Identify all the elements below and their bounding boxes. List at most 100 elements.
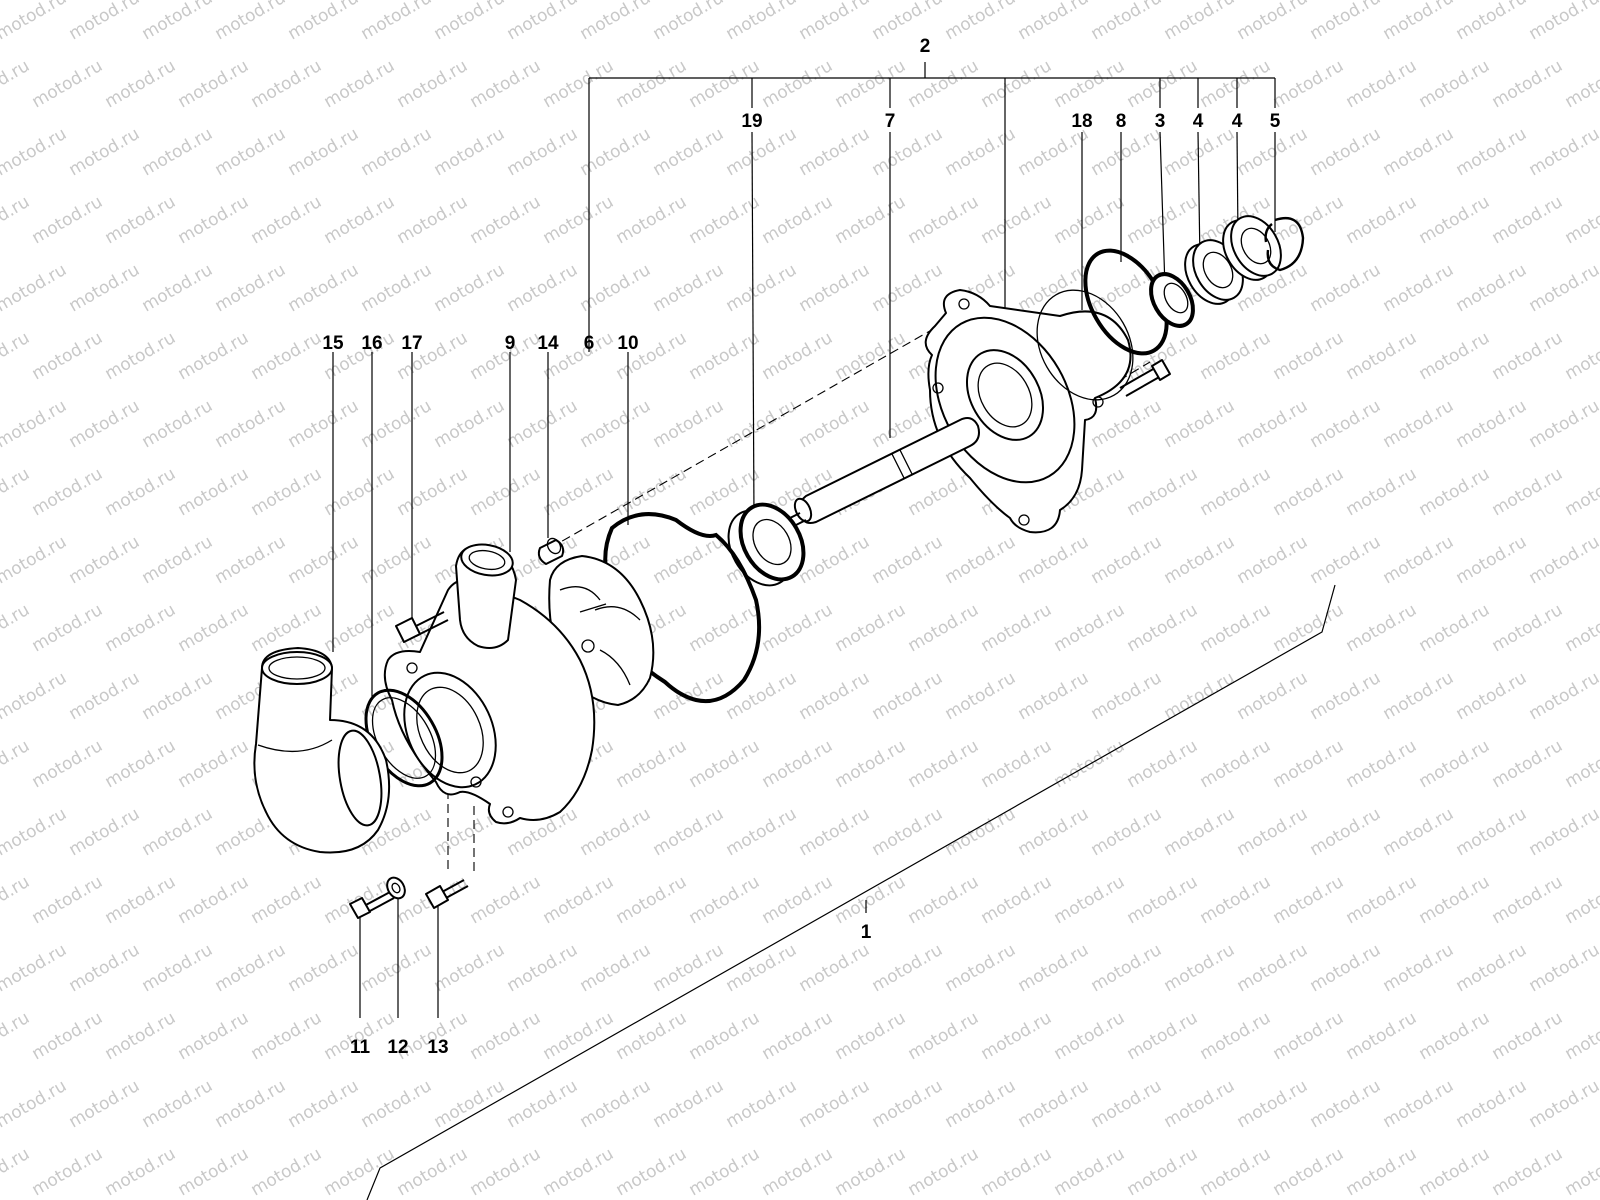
watermark-text: motod.ru <box>1124 56 1202 112</box>
watermark-text: motod.ru <box>66 260 144 316</box>
watermark-text: motod.ru <box>1307 668 1385 724</box>
watermark-text: motod.ru <box>102 56 180 112</box>
watermark-text: motod.ru <box>1343 600 1421 656</box>
watermark-text: motod.ru <box>467 872 545 928</box>
watermark-text: motod.ru <box>212 124 290 180</box>
callout-15: 15 <box>322 333 344 354</box>
watermark-text: motod.ru <box>1088 396 1166 452</box>
watermark-text: motod.ru <box>0 328 33 384</box>
watermark-text: motod.ru <box>1234 804 1312 860</box>
watermark-text: motod.ru <box>1015 0 1093 44</box>
watermark-text: motod.ru <box>248 1144 326 1200</box>
watermark-text: motod.ru <box>796 532 874 588</box>
watermark-text: motod.ru <box>1380 532 1458 588</box>
watermark-text: motod.ru <box>905 56 983 112</box>
callout-12: 12 <box>387 1037 408 1058</box>
watermark-text: motod.ru <box>431 1076 509 1132</box>
watermark-text: motod.ru <box>1051 872 1129 928</box>
watermark-text: motod.ru <box>650 804 728 860</box>
watermark-text: motod.ru <box>1526 396 1600 452</box>
callout-17: 17 <box>401 333 422 354</box>
watermark-text: motod.ru <box>1307 804 1385 860</box>
watermark-text: motod.ru <box>1161 940 1239 996</box>
watermark-text: motod.ru <box>431 260 509 316</box>
watermark-text: motod.ru <box>1197 464 1275 520</box>
watermark-text: motod.ru <box>0 124 70 180</box>
watermark-text: motod.ru <box>942 532 1020 588</box>
watermark-text: motod.ru <box>759 56 837 112</box>
watermark-text: motod.ru <box>394 56 472 112</box>
watermark-text: motod.ru <box>1526 804 1600 860</box>
watermark-text: motod.ru <box>942 0 1020 44</box>
watermark-text: motod.ru <box>0 668 70 724</box>
watermark-text: motod.ru <box>1270 736 1348 792</box>
watermark-text: motod.ru <box>102 872 180 928</box>
watermark-text: motod.ru <box>613 464 691 520</box>
watermark-text: motod.ru <box>29 1144 107 1200</box>
bolt-13 <box>425 879 469 909</box>
watermark-text: motod.ru <box>248 1008 326 1064</box>
watermark-text: motod.ru <box>1015 260 1093 316</box>
watermark-text: motod.ru <box>1489 736 1567 792</box>
watermark-text: motod.ru <box>1197 872 1275 928</box>
watermark-text: motod.ru <box>0 804 70 860</box>
watermark-text: motod.ru <box>1270 328 1348 384</box>
watermark-text: motod.ru <box>1343 56 1421 112</box>
watermark-text: motod.ru <box>1562 464 1600 520</box>
watermark-text: motod.ru <box>29 872 107 928</box>
callout-19: 19 <box>741 111 762 132</box>
watermark-text: motod.ru <box>1015 940 1093 996</box>
watermark-text: motod.ru <box>285 124 363 180</box>
watermark-text: motod.ru <box>1380 396 1458 452</box>
watermark-text: motod.ru <box>1161 804 1239 860</box>
watermark-text: motod.ru <box>1489 464 1567 520</box>
watermark-text: motod.ru <box>1161 532 1239 588</box>
watermark-text: motod.ru <box>1453 940 1531 996</box>
washer-12 <box>386 876 406 900</box>
watermark-text: motod.ru <box>796 1076 874 1132</box>
watermark-text: motod.ru <box>577 1076 655 1132</box>
watermark-text: motod.ru <box>1453 1076 1531 1132</box>
callout-5: 5 <box>1270 111 1281 132</box>
watermark-text: motod.ru <box>358 1076 436 1132</box>
watermark-text: motod.ru <box>175 872 253 928</box>
watermark-text: motod.ru <box>1343 464 1421 520</box>
watermark-text: motod.ru <box>467 192 545 248</box>
watermark-text: motod.ru <box>759 328 837 384</box>
watermark-text: motod.ru <box>869 1076 947 1132</box>
watermark-text: motod.ru <box>723 804 801 860</box>
watermark-text: motod.ru <box>1088 940 1166 996</box>
elbow-hose <box>253 647 391 854</box>
watermark-text: motod.ru <box>1197 736 1275 792</box>
watermark-text: motod.ru <box>1489 600 1567 656</box>
watermark-text: motod.ru <box>1526 260 1600 316</box>
watermark-text: motod.ru <box>978 1008 1056 1064</box>
watermark-text: motod.ru <box>212 1076 290 1132</box>
watermark-text: motod.ru <box>686 192 764 248</box>
watermark-text: motod.ru <box>1234 532 1312 588</box>
watermark-text: motod.ru <box>978 56 1056 112</box>
watermark-text: motod.ru <box>1234 1076 1312 1132</box>
watermark-text: motod.ru <box>759 736 837 792</box>
watermark-text: motod.ru <box>1343 192 1421 248</box>
watermark-text: motod.ru <box>869 668 947 724</box>
watermark-text: motod.ru <box>285 260 363 316</box>
watermark-text: motod.ru <box>1343 1144 1421 1200</box>
watermark-text: motod.ru <box>321 600 399 656</box>
watermark-text: motod.ru <box>1124 1008 1202 1064</box>
watermark-text: motod.ru <box>212 940 290 996</box>
dowel-pin <box>537 537 565 565</box>
watermark-text: motod.ru <box>1343 1008 1421 1064</box>
watermark-text: motod.ru <box>29 192 107 248</box>
watermark-text: motod.ru <box>139 260 217 316</box>
mechanical-seal <box>727 502 806 587</box>
watermark-text: motod.ru <box>358 260 436 316</box>
watermark-text: motod.ru <box>650 940 728 996</box>
watermark-text: motod.ru <box>1307 0 1385 44</box>
watermark-text: motod.ru <box>759 192 837 248</box>
watermark-text: motod.ru <box>723 396 801 452</box>
callout-3: 3 <box>1155 111 1166 132</box>
watermark-text: motod.ru <box>1453 668 1531 724</box>
watermark-text: motod.ru <box>1416 872 1494 928</box>
